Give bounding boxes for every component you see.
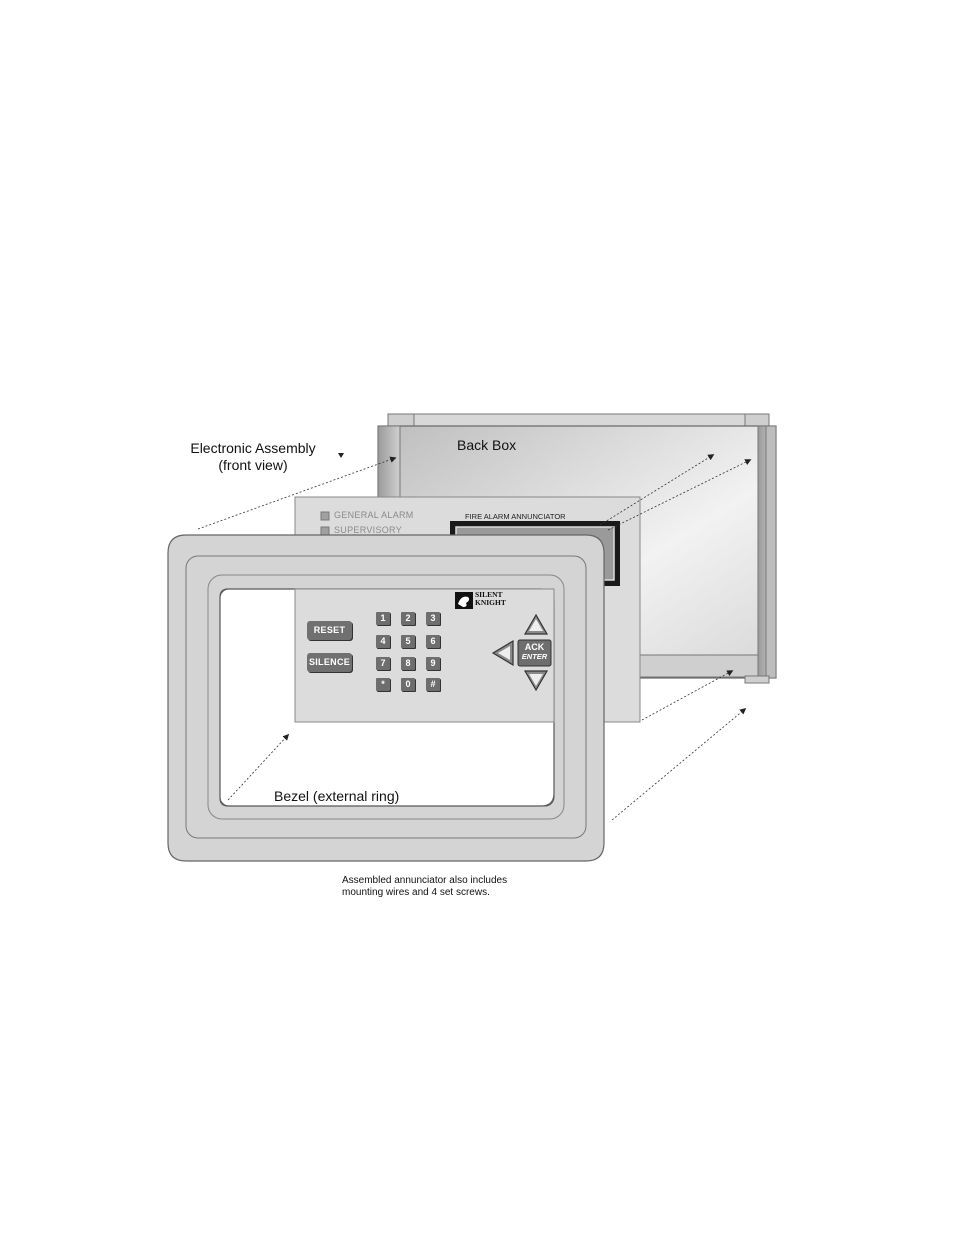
note-line-1: Assembled annunciator also includes: [342, 875, 508, 886]
silent-knight-logo: [455, 592, 473, 609]
key-star[interactable]: *: [376, 678, 390, 691]
key-5[interactable]: 5: [401, 635, 415, 648]
supervisory-led: [320, 526, 330, 536]
bezel-label: Bezel (external ring): [274, 788, 400, 804]
general-alarm-led: [320, 511, 330, 521]
navigation-keys: [491, 613, 552, 692]
logo-line-2: KNIGHT: [475, 598, 506, 607]
general-alarm-label: GENERAL ALARM: [334, 510, 414, 520]
silence-button[interactable]: SILENCE: [307, 653, 352, 672]
key-1[interactable]: 1: [376, 612, 390, 625]
ack-enter-button[interactable]: ACK ENTER: [518, 642, 551, 662]
supervisory-label: SUPERVISORY: [334, 525, 402, 535]
key-2[interactable]: 2: [401, 612, 415, 625]
key-0[interactable]: 0: [401, 678, 415, 691]
arrowhead-icon: [338, 453, 344, 458]
reset-button[interactable]: RESET: [307, 621, 352, 640]
back-box-label: Back Box: [457, 437, 517, 453]
electronic-assembly-title: Electronic Assembly: [190, 440, 316, 456]
key-8[interactable]: 8: [401, 657, 415, 670]
display-title: FIRE ALARM ANNUNCIATOR: [465, 512, 566, 521]
note-line-2: mounting wires and 4 set screws.: [342, 887, 490, 898]
key-3[interactable]: 3: [426, 612, 440, 625]
front-view-subtitle: (front view): [218, 457, 288, 473]
ack-label: ACK: [524, 642, 545, 652]
key-hash[interactable]: #: [426, 678, 440, 691]
leader-lines: [197, 454, 752, 821]
logo-text: SILENT KNIGHT: [475, 591, 506, 607]
key-4[interactable]: 4: [376, 635, 390, 648]
key-9[interactable]: 9: [426, 657, 440, 670]
electronic-assembly-label: Electronic Assembly (front view): [183, 440, 323, 474]
assembly-note: Assembled annunciator also includes moun…: [342, 875, 507, 899]
key-6[interactable]: 6: [426, 635, 440, 648]
logo-line-1: SILENT: [475, 590, 503, 599]
enter-label: ENTER: [521, 652, 548, 661]
key-7[interactable]: 7: [376, 657, 390, 670]
